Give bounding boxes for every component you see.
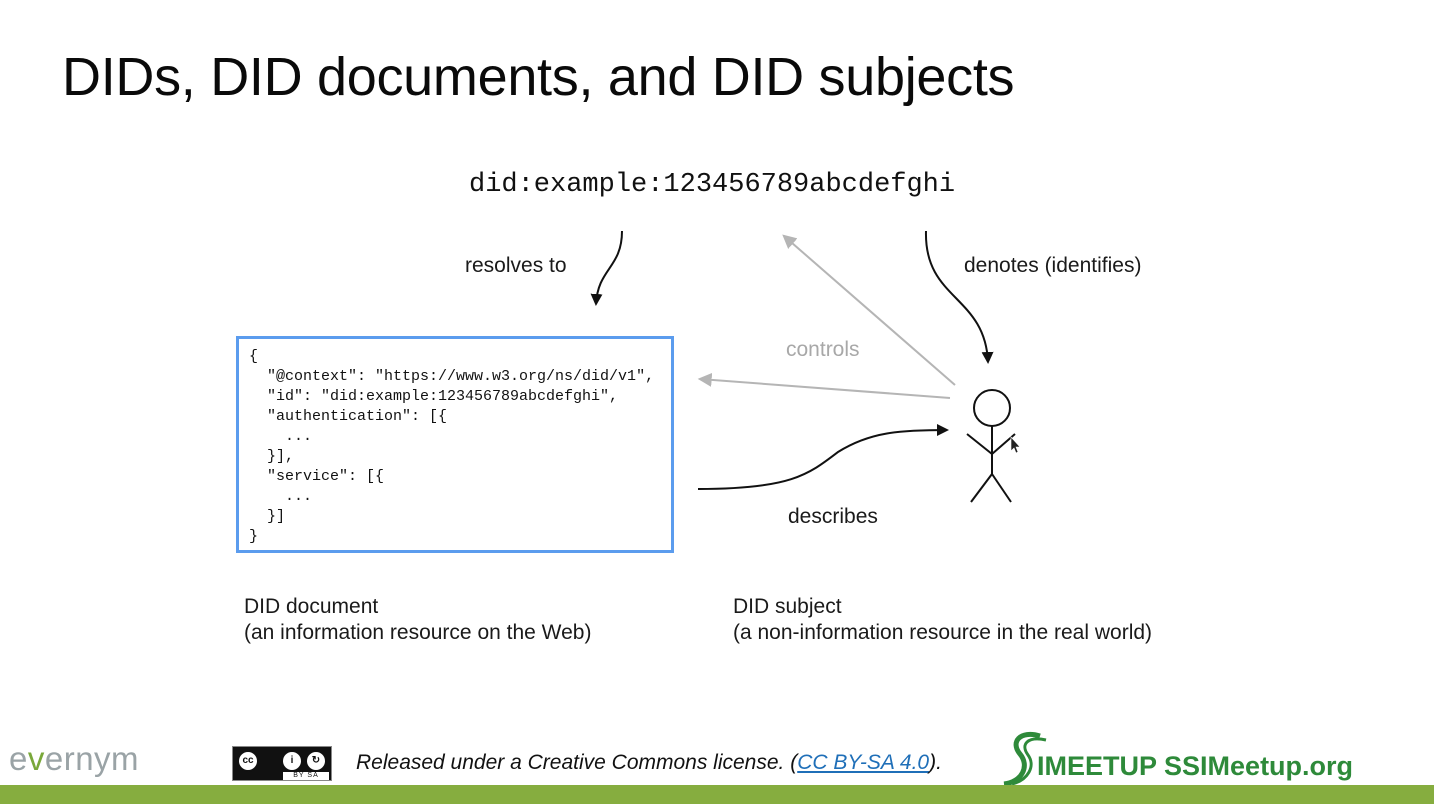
share-alike-icon: ↻ [305,750,327,772]
attribution-icon: i [281,750,303,772]
ssi-meetup-logo-icon [1003,732,1047,787]
did-document-caption-title: DID document [244,595,379,618]
did-subject-caption-desc: (a non-information resource in the real … [733,621,1153,644]
controls-arrow-to-document [697,372,951,399]
mouse-cursor-icon [1010,436,1021,454]
did-document-caption-desc: (an information resource on the Web) [244,621,592,644]
creative-commons-badge-icon: cc i ↻ BY SA [232,746,332,781]
did-subject-figure [966,389,1016,503]
cc-by-sa-link[interactable]: CC BY-SA 4.0 [797,751,930,774]
controls-arrow-to-did [782,234,956,386]
did-document-json: { "@context": "https://www.w3.org/ns/did… [249,348,655,545]
cc-icon: cc [237,750,259,772]
evernym-logo: evernym [9,740,140,777]
cc-badge-tags: BY SA [283,772,329,780]
describes-label: describes [788,505,878,528]
did-identifier: did:example:123456789abcdefghi [469,170,956,200]
slide-title: DIDs, DID documents, and DID subjects [62,47,1015,107]
did-subject-caption: DID subject (a non-information resource … [733,594,1152,646]
footer-bar [0,785,1434,804]
did-document-caption: DID document (an information resource on… [244,594,591,646]
ssi-meetup-wordmark: IMEETUP SSIMeetup.org [1037,751,1354,781]
did-document-box: { "@context": "https://www.w3.org/ns/did… [236,336,674,553]
resolves-to-arrow [590,230,623,306]
denotes-arrow [924,230,994,364]
denotes-label: denotes (identifies) [964,254,1142,277]
describes-arrow [697,424,949,490]
resolves-to-label: resolves to [465,254,567,277]
license-notice: Released under a Creative Commons licens… [356,751,942,774]
did-subject-caption-title: DID subject [733,595,842,618]
controls-label: controls [786,338,860,361]
